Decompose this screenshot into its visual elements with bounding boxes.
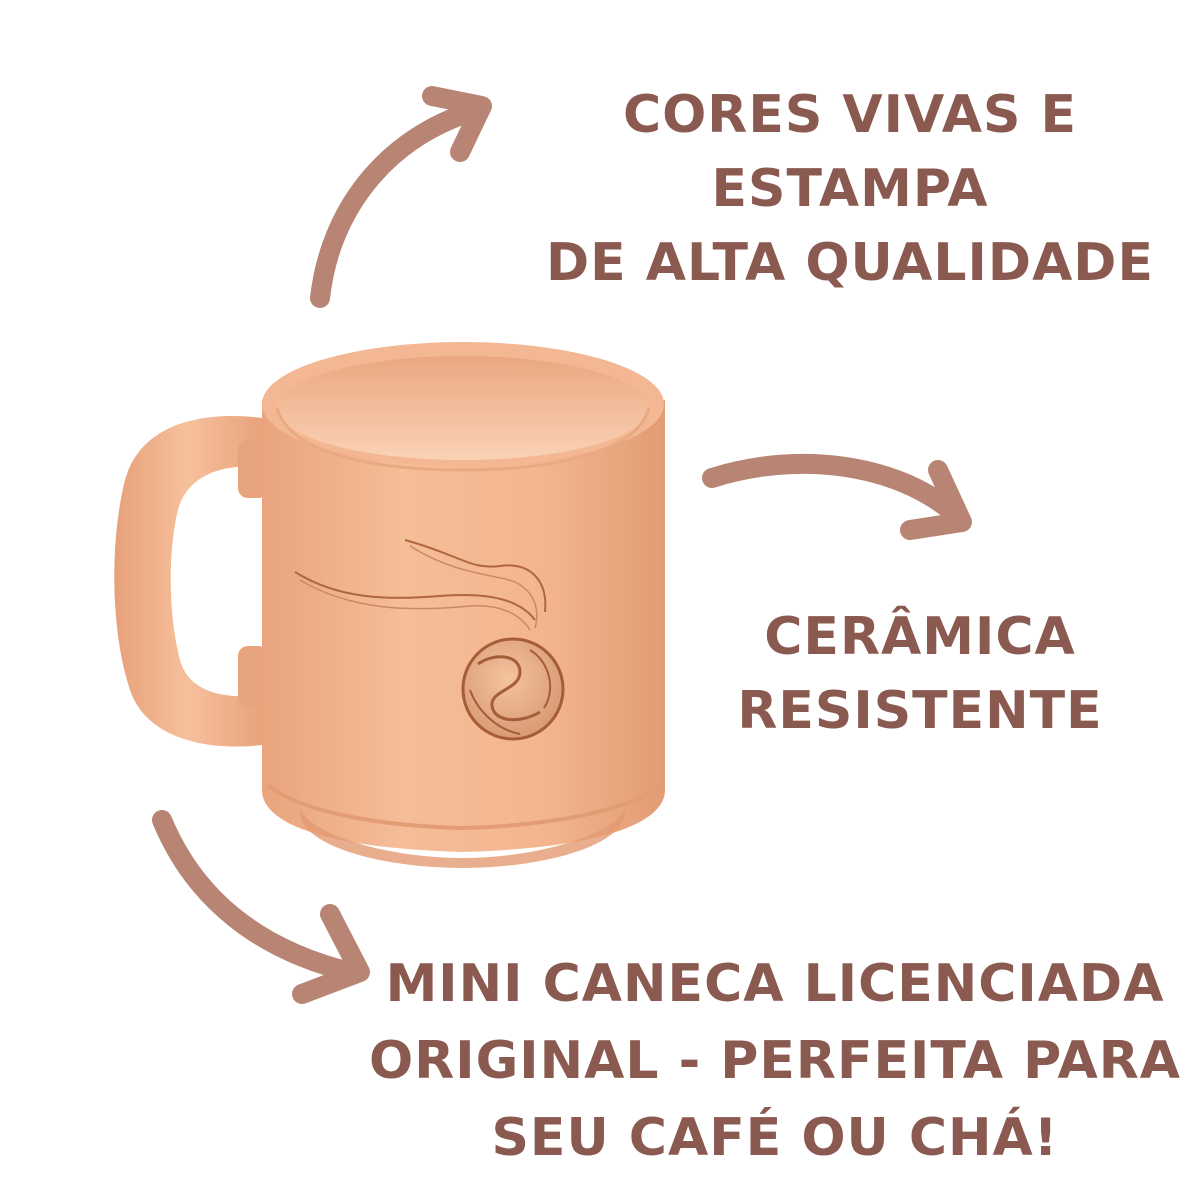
feature-licensed: MINI CANECA LICENCIADA ORIGINAL - PERFEI…: [360, 946, 1190, 1177]
feature-line: ESTAMPA: [711, 159, 989, 219]
feature-print-quality: CORES VIVAS E ESTAMPA DE ALTA QUALIDADE: [530, 78, 1170, 300]
arrow-right-icon: [702, 453, 972, 540]
arrow-up-right-icon: [310, 86, 492, 308]
feature-line: RESISTENTE: [737, 681, 1103, 741]
feature-line: SEU CAFÉ OU CHÁ!: [491, 1108, 1059, 1168]
feature-line: CERÂMICA: [764, 607, 1076, 667]
mug-illustration: [114, 342, 665, 868]
mug-handle: [114, 415, 263, 747]
feature-line: ORIGINAL - PERFEITA PARA: [368, 1031, 1182, 1091]
feature-line: MINI CANECA LICENCIADA: [385, 954, 1165, 1014]
feature-line: DE ALTA QUALIDADE: [546, 233, 1154, 293]
feature-line: CORES VIVAS E: [622, 85, 1078, 145]
winged-ball-icon: [294, 539, 565, 741]
arrow-down-right-icon: [152, 810, 370, 1004]
feature-ceramic: CERÂMICA RESISTENTE: [690, 600, 1150, 748]
